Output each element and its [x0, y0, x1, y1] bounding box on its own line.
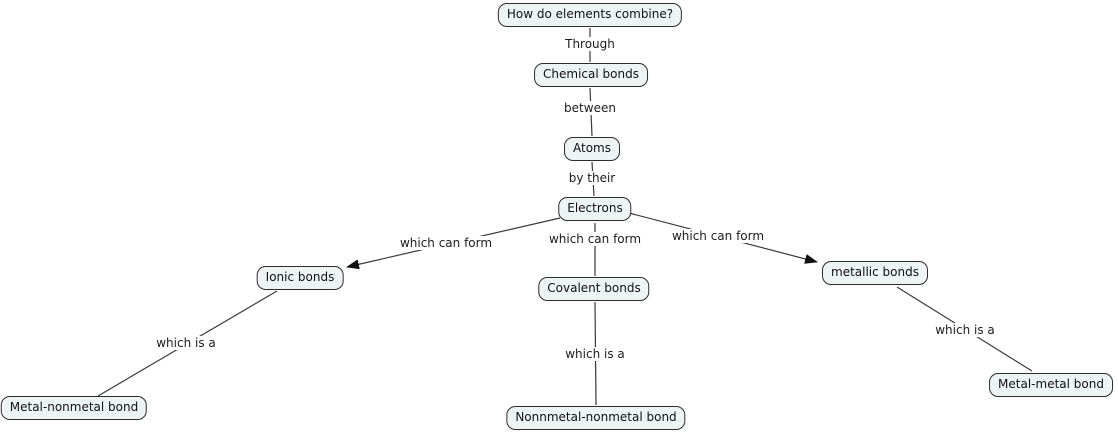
- node-metal-nonmetal-bond[interactable]: Metal-nonmetal bond: [0, 396, 148, 420]
- node-covalent-bonds[interactable]: Covalent bonds: [538, 277, 650, 301]
- node-ionic-bonds[interactable]: Ionic bonds: [256, 266, 344, 290]
- link-label-form-covalent[interactable]: which can form: [546, 232, 644, 246]
- link-label-by-their[interactable]: by their: [566, 171, 618, 185]
- link-label-ionic-is-a[interactable]: which is a: [154, 336, 218, 350]
- link-label-form-ionic[interactable]: which can form: [397, 236, 495, 250]
- link-label-between[interactable]: between: [562, 101, 618, 115]
- node-electrons[interactable]: Electrons: [558, 197, 632, 221]
- link-label-covalent-is-a[interactable]: which is a: [563, 347, 627, 361]
- node-chemical-bonds[interactable]: Chemical bonds: [534, 63, 648, 87]
- node-metallic-bonds[interactable]: metallic bonds: [822, 261, 928, 285]
- node-how-do-elements-combine[interactable]: How do elements combine?: [497, 3, 683, 27]
- link-label-form-metallic[interactable]: which can form: [669, 229, 767, 243]
- node-nonmetal-nonmetal-bond[interactable]: Nonnmetal-nonmetal bond: [506, 406, 686, 430]
- node-metal-metal-bond[interactable]: Metal-metal bond: [989, 373, 1113, 397]
- node-atoms[interactable]: Atoms: [564, 137, 620, 161]
- link-label-through[interactable]: Through: [563, 37, 617, 51]
- link-label-metallic-is-a[interactable]: which is a: [933, 323, 997, 337]
